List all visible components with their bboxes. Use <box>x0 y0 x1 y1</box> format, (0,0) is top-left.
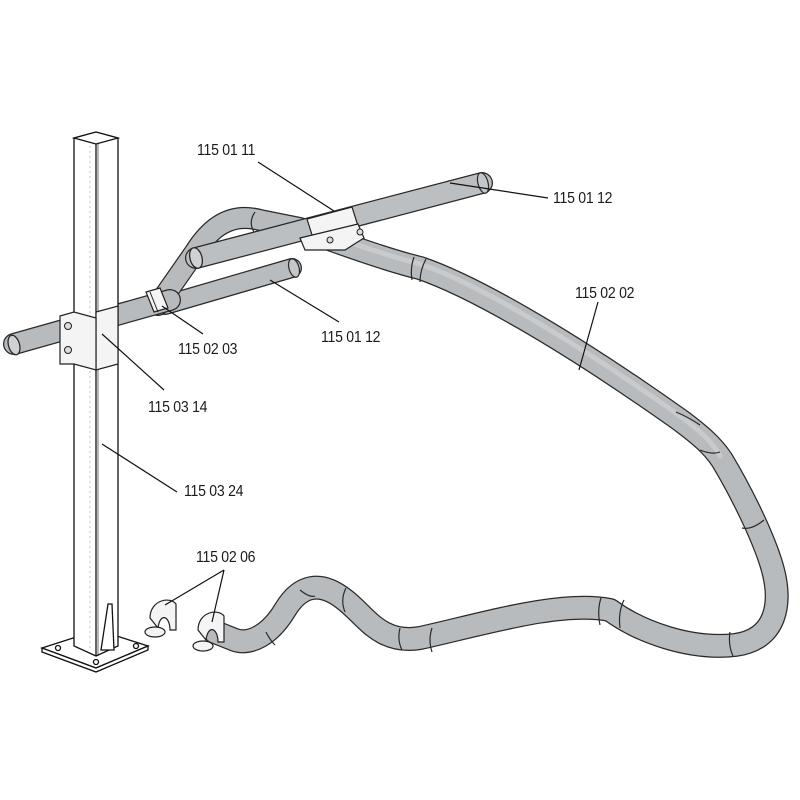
saddle-clamps-115-02-06 <box>144 599 225 652</box>
label-115-01-12-top: 115 01 12 <box>553 190 613 207</box>
label-115-01-11: 115 01 11 <box>197 142 256 159</box>
label-115-02-06: 115 02 06 <box>196 549 256 566</box>
square-post-115-03-24 <box>40 131 150 673</box>
label-115-02-03: 115 02 03 <box>178 341 238 358</box>
post-bracket-115-03-14 <box>59 305 119 371</box>
label-115-03-14: 115 03 14 <box>148 399 208 416</box>
label-115-01-12-mid: 115 01 12 <box>321 329 381 346</box>
label-115-02-02: 115 02 02 <box>575 285 635 302</box>
leader-lines <box>101 161 599 623</box>
coupling-clamp-115-01-11 <box>299 206 365 251</box>
bent-pipe-115-02-02 <box>203 228 789 658</box>
label-115-03-24: 115 03 24 <box>184 483 244 500</box>
